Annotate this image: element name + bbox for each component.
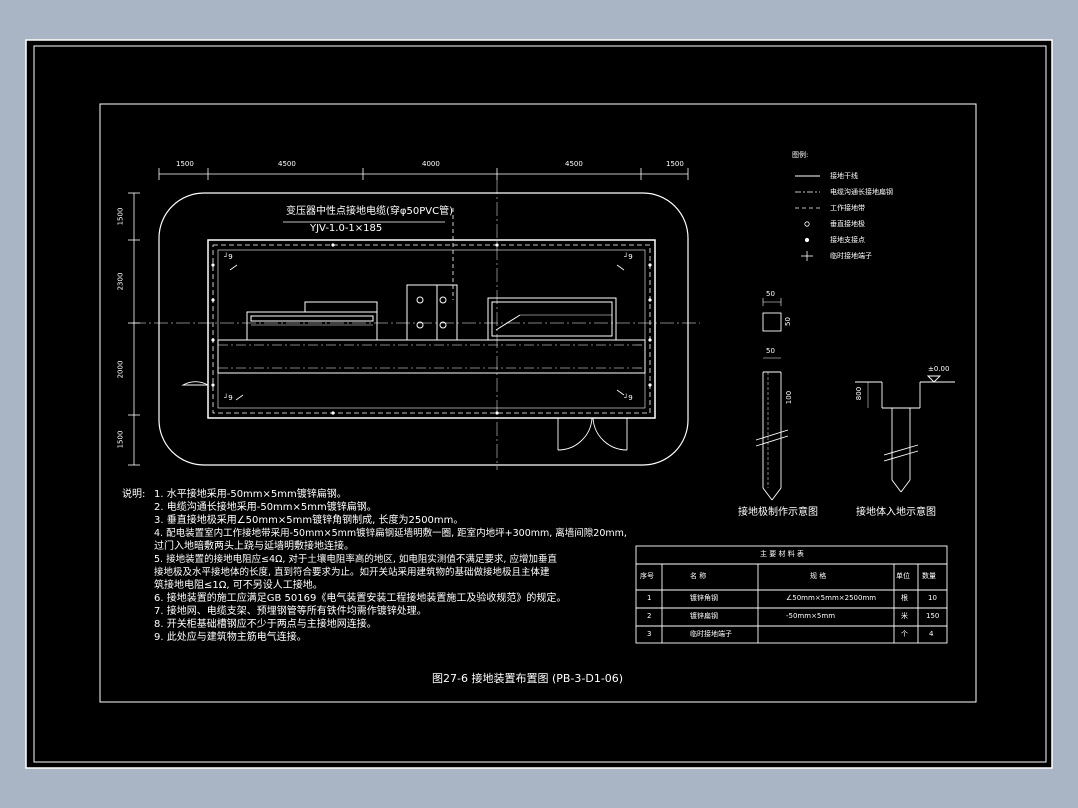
dim-top-1: 1500 — [176, 160, 194, 168]
note-line-5b: 接地极及水平接地体的长度, 直到符合要求为止。如开关站采用建筑物的基础做接地极且… — [154, 567, 550, 578]
switchgear-left — [246, 301, 378, 341]
legend-item-4: 垂直接地极 — [830, 220, 865, 228]
sheet-border — [25, 39, 1053, 769]
table-cell-3-qty: 4 — [929, 630, 934, 638]
legend-item-5: 接地支接点 — [830, 236, 865, 244]
table-header-no: 序号 — [640, 572, 654, 580]
corner-tag-tl: ┘9 — [224, 253, 233, 261]
ground-ring-loop — [158, 192, 689, 466]
cable-label: 变压器中性点接地电缆(穿φ50PVC管) — [286, 206, 453, 217]
left-door — [181, 360, 209, 386]
detail-dim-50c: 50 — [766, 347, 775, 355]
table-cell-2-qty: 150 — [926, 612, 940, 620]
dim-top-5: 1500 — [666, 160, 684, 168]
bottom-door — [557, 417, 628, 451]
center-lines — [132, 180, 700, 470]
detail-dim-800: 800 — [855, 386, 864, 401]
ground-points — [211, 243, 652, 415]
sheet-inner-border — [33, 45, 1047, 763]
table-cell-2-no: 2 — [647, 612, 652, 620]
dim-left-4: 1500 — [116, 430, 125, 449]
note-line-2: 2. 电缆沟通长接地采用-50mm×5mm镀锌扁钢。 — [154, 502, 377, 513]
transformer — [406, 284, 458, 341]
materials-table-grid — [635, 545, 948, 644]
note-line-4: 4. 配电装置室内工作接地带采用-50mm×5mm镀锌扁钢延墙明敷一圈, 距室内… — [154, 528, 627, 539]
dim-left-2: 2300 — [116, 272, 125, 291]
legend-item-6: 临时接地端子 — [830, 252, 872, 260]
table-cell-2-spec: -50mm×5mm — [786, 612, 836, 620]
table-header-qty: 数量 — [922, 572, 936, 580]
table-title: 主 要 材 料 表 — [760, 550, 804, 558]
dim-left-3: 2000 — [116, 360, 125, 379]
note-line-3: 3. 垂直接地极采用∠50mm×5mm镀锌角钢制成, 长度为2500mm。 — [154, 515, 464, 526]
cable-spec: YJV-1.0-1×185 — [310, 223, 383, 234]
table-cell-1-qty: 10 — [928, 594, 937, 602]
legend-item-1: 接地干线 — [830, 172, 858, 180]
notes-prefix: 说明: — [122, 489, 146, 500]
table-cell-2-unit: 米 — [901, 612, 908, 620]
drawing-title: 图27-6 接地装置布置图 (PB-3-D1-06) — [432, 672, 624, 685]
dim-left-1: 1500 — [116, 207, 125, 226]
top-dimension-line — [158, 168, 689, 180]
detail-caption-entry: 接地体入地示意图 — [856, 507, 936, 518]
dim-top-2: 4500 — [278, 160, 296, 168]
corner-arrows — [229, 264, 625, 401]
note-line-1: 1. 水平接地采用-50mm×5mm镀锌扁钢。 — [154, 489, 347, 500]
table-header-name: 名 称 — [690, 572, 707, 580]
note-line-7: 7. 接地网、电缆支架、预埋钢管等所有铁件均需作镀锌处理。 — [154, 606, 427, 617]
detail-caption-electrode: 接地极制作示意图 — [738, 507, 818, 518]
corner-tag-tr: ┘9 — [624, 253, 633, 261]
legend-item-2: 电缆沟通长接地扁钢 — [830, 188, 893, 196]
table-cell-2-name: 镀锌扁钢 — [690, 612, 718, 620]
table-cell-1-name: 镀锌角钢 — [690, 594, 718, 602]
corner-tag-bl: ┘9 — [224, 394, 233, 402]
switchgear-right — [487, 297, 617, 341]
building-outline — [207, 239, 656, 419]
note-line-8: 8. 开关柜基础槽钢应不少于两点与主接地网连接。 — [154, 619, 377, 630]
legend-title: 图例: — [792, 151, 809, 159]
legend-item-3: 工作接地带 — [830, 204, 865, 212]
drawing-frame — [99, 103, 977, 703]
table-cell-3-name: 临时接地端子 — [690, 630, 732, 638]
detail-electrode — [755, 357, 789, 501]
dim-top-3: 4000 — [422, 160, 440, 168]
table-header-unit: 单位 — [896, 572, 910, 580]
legend-symbols — [795, 175, 820, 261]
detail-angle-section — [762, 298, 782, 332]
detail-dim-50a: 50 — [766, 290, 775, 298]
table-cell-1-spec: ∠50mm×5mm×2500mm — [786, 594, 877, 602]
note-line-6: 6. 接地装置的施工应满足GB 50169《电气装置安装工程接地装置施工及验收规… — [154, 593, 567, 604]
table-cell-3-no: 3 — [647, 630, 652, 638]
note-line-5c: 筑接地电阻≤1Ω, 可不另设人工接地。 — [154, 580, 323, 591]
note-line-4b: 过门入地暗敷两头上跷与延墙明敷接地连接。 — [154, 541, 354, 552]
table-cell-1-unit: 根 — [901, 594, 908, 602]
corner-tag-br: ┘9 — [624, 394, 633, 402]
table-cell-3-unit: 个 — [901, 630, 908, 638]
detail-dim-100: 100 — [785, 390, 794, 405]
note-line-5: 5. 接地装置的接地电阻应≤4Ω, 对于土壤电阻率高的地区, 如电阻实测值不满足… — [154, 554, 557, 565]
note-line-9: 9. 此处应与建筑物主筋电气连接。 — [154, 632, 307, 643]
table-cell-1-no: 1 — [647, 594, 652, 602]
dim-top-4: 4500 — [565, 160, 583, 168]
detail-ground-entry — [855, 375, 955, 493]
detail-elevation: ±0.00 — [928, 365, 950, 373]
detail-dim-50b: 50 — [783, 317, 792, 326]
table-header-spec: 规 格 — [810, 572, 827, 580]
